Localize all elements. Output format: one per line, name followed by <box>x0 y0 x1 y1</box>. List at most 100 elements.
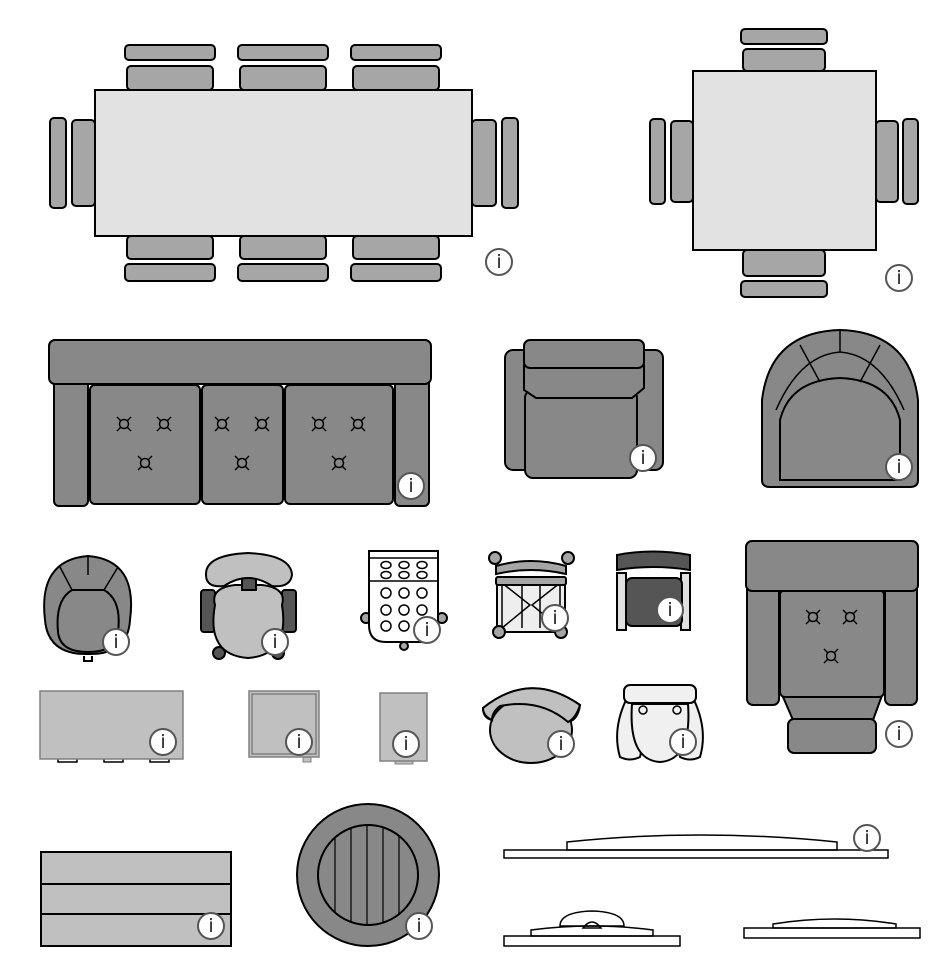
club-armchair[interactable] <box>504 339 664 479</box>
shape-part <box>216 418 228 430</box>
flat-elevation[interactable] <box>743 918 921 939</box>
shape-part <box>398 620 410 632</box>
info-icon-glyph: i <box>558 733 563 755</box>
tuft-button <box>331 455 347 471</box>
tuft-button <box>823 648 839 664</box>
shape-part <box>743 927 921 939</box>
shape-part <box>59 556 119 591</box>
shape-part <box>399 641 409 651</box>
info-icon[interactable]: i <box>149 728 177 756</box>
shape-part <box>488 551 502 565</box>
shape-part <box>380 570 392 580</box>
info-icon[interactable]: i <box>656 596 684 624</box>
shape-part <box>158 418 170 430</box>
shape-part <box>787 718 877 754</box>
shape-part <box>844 611 856 623</box>
shape-part <box>807 611 819 623</box>
info-icon-glyph: i <box>113 631 118 653</box>
shape-part <box>742 249 826 277</box>
shape-part <box>239 65 327 91</box>
tub-chair-large[interactable] <box>761 328 919 488</box>
info-icon-glyph: i <box>552 607 557 629</box>
shape-part <box>71 119 96 207</box>
shape-part <box>746 579 780 706</box>
info-icon[interactable]: i <box>102 628 130 656</box>
shape-part <box>875 120 899 203</box>
shape-part <box>380 560 392 570</box>
info-icon[interactable]: i <box>485 248 513 276</box>
info-icon-glyph: i <box>208 915 213 937</box>
shape-part <box>350 263 442 282</box>
long-bench-elevation[interactable] <box>503 834 889 859</box>
info-icon-glyph: i <box>896 456 901 478</box>
shape-part <box>581 921 603 929</box>
shape-part <box>530 925 654 937</box>
shape-part <box>126 235 214 260</box>
info-icon-glyph: i <box>408 475 413 497</box>
info-icon[interactable]: i <box>197 912 225 940</box>
recliner-chair[interactable] <box>745 540 919 754</box>
shape-part <box>49 117 67 209</box>
shape-part <box>742 48 826 72</box>
info-icon[interactable]: i <box>885 264 913 292</box>
info-icon-glyph: i <box>160 731 165 753</box>
shape-part <box>398 604 410 616</box>
shape-part <box>416 560 428 570</box>
shape-part <box>559 910 625 927</box>
info-icon[interactable]: i <box>397 472 425 500</box>
square-table-4-chairs[interactable] <box>649 28 919 298</box>
info-icon[interactable]: i <box>669 728 697 756</box>
shape-part <box>281 589 297 633</box>
dome-elevation[interactable] <box>503 910 681 947</box>
tuft-button <box>311 416 327 432</box>
shape-part <box>745 540 919 592</box>
shape-part <box>398 560 410 570</box>
info-icon[interactable]: i <box>541 604 569 632</box>
shape-part <box>124 44 216 61</box>
info-icon[interactable]: i <box>261 628 289 656</box>
shape-part <box>313 418 325 430</box>
shape-part <box>53 369 89 507</box>
shape-part <box>884 579 918 706</box>
shape-part <box>398 570 410 580</box>
shape-part <box>481 687 582 724</box>
shape-part <box>204 551 294 588</box>
info-icon[interactable]: i <box>629 444 657 472</box>
modern-chair[interactable] <box>616 550 691 631</box>
three-seat-sofa[interactable] <box>48 339 432 507</box>
info-icon-glyph: i <box>680 731 685 753</box>
info-icon[interactable]: i <box>547 730 575 758</box>
shape-part <box>503 849 889 859</box>
info-icon[interactable]: i <box>392 730 420 758</box>
tuft-button <box>254 416 270 432</box>
info-icon[interactable]: i <box>853 824 881 852</box>
shape-part <box>256 418 268 430</box>
shape-part <box>48 339 432 385</box>
shape-part <box>521 583 541 628</box>
shape-part <box>616 572 627 631</box>
shape-part <box>333 457 345 469</box>
info-icon[interactable]: i <box>885 453 913 481</box>
shape-part <box>561 551 575 565</box>
shape-part <box>503 935 681 947</box>
dining-table-8-chairs[interactable] <box>49 44 519 282</box>
shape-part <box>740 280 828 298</box>
shape-part <box>237 263 329 282</box>
info-icon[interactable]: i <box>405 912 433 940</box>
shape-part <box>94 89 473 237</box>
info-icon-glyph: i <box>272 631 277 653</box>
info-icon[interactable]: i <box>285 728 313 756</box>
info-icon[interactable]: i <box>413 616 441 644</box>
tuft-button <box>214 416 230 432</box>
shape-part <box>212 646 226 660</box>
round-slatted-table[interactable] <box>296 803 440 947</box>
shape-part <box>380 587 392 599</box>
shape-part <box>139 457 151 469</box>
shape-part <box>118 418 130 430</box>
shape-part <box>501 117 519 209</box>
shape-part <box>495 576 567 586</box>
shape-part <box>237 44 329 61</box>
info-icon[interactable]: i <box>885 720 913 748</box>
shape-part <box>623 684 697 704</box>
shape-part <box>523 364 645 399</box>
